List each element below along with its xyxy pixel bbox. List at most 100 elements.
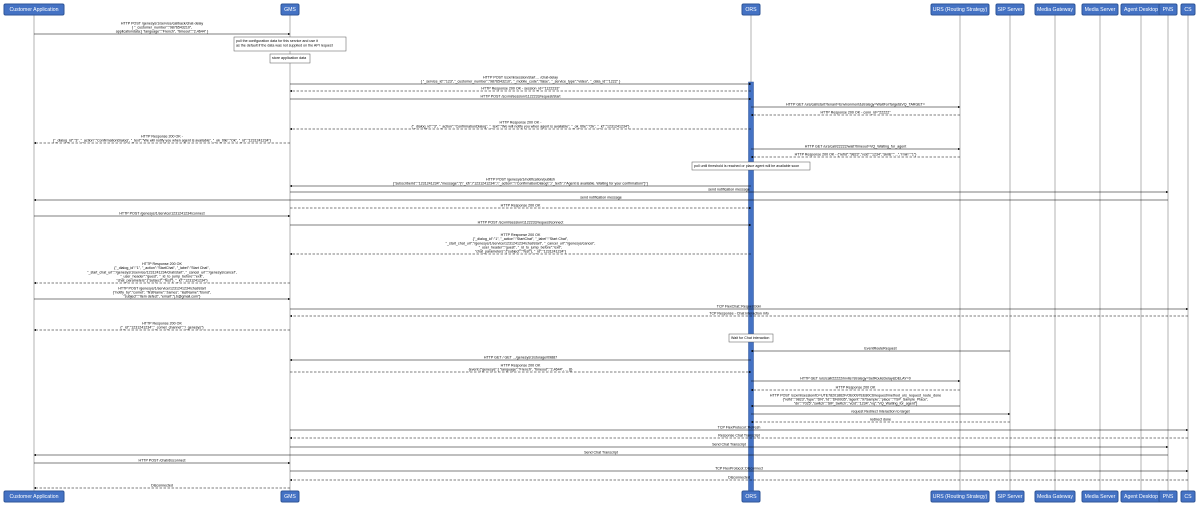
- message: Send Chat Transcript: [290, 443, 1169, 449]
- message: HTTP POST /genesys/1/notification/publis…: [289, 177, 751, 188]
- message: HTTP Response 200 OK{"_id":"1231241234",…: [33, 321, 290, 332]
- participant-agent-top: Agent Desktop: [1120, 3, 1162, 16]
- message-label: HTTP Response 200 OK: [501, 363, 541, 367]
- lifelines: [33, 15, 1189, 491]
- note-text: store application data: [272, 56, 306, 60]
- message-label: HTTP GET /urs/call/start?tenant=Environm…: [786, 103, 925, 107]
- participant-box: [1081, 3, 1119, 16]
- participant-label: Customer Application: [9, 494, 58, 500]
- participant-pns-bottom: PNS: [1158, 490, 1178, 503]
- participant-label: ORS: [745, 7, 757, 13]
- message: Response Chat Transcript: [289, 434, 1188, 440]
- message-label: "_user_header":"guest", "_id_to_jump_bef…: [479, 245, 563, 249]
- participant-box: [930, 3, 990, 16]
- message-label: Send Chat Transcript: [584, 451, 618, 455]
- message-label: HTTP POST /genesys/1/service/callback/ch…: [121, 21, 204, 25]
- message-label: Send Chat Transcript: [712, 443, 746, 447]
- participant-urs-bottom: URS (Routing Strategy): [930, 490, 990, 503]
- message-label: { "_service_id":"123","_customer_number"…: [421, 80, 621, 84]
- message-label: "dn":"7025","switch":"SIP_Switch","vcid"…: [794, 402, 918, 406]
- participant-agent-bottom: Agent Desktop: [1120, 490, 1162, 503]
- message-label: HTTP Response 200 OK - conn_id="22222": [820, 111, 891, 115]
- participant-ors-top: ORS: [741, 3, 761, 16]
- message: HTTP GET /urs/call/start?tenant=Environm…: [751, 103, 961, 109]
- message-label: HTTP Response 200 OK -: [500, 120, 543, 124]
- message: HTTP Response 200 OK: [750, 386, 960, 392]
- messages: HTTP POST /genesys/1/service/callback/ch…: [33, 21, 1189, 490]
- note: store application data: [269, 53, 311, 64]
- message-label: HTTP Response 200 OK: [142, 262, 182, 266]
- participant-label: SIP Server: [998, 494, 1023, 500]
- note-box: [691, 161, 811, 171]
- participant-label: URS (Routing Strategy): [933, 7, 988, 13]
- participant-customer-top: Customer Application: [3, 3, 65, 16]
- message-label: redirect done: [870, 418, 891, 422]
- participant-mediagw-bottom: Media Gateway: [1034, 490, 1076, 503]
- message: HTTP Response 200 OK - {"refid":"9823","…: [750, 153, 960, 159]
- participant-box: [930, 490, 990, 503]
- participant-label: CS: [1184, 7, 1192, 13]
- notes: pull the configuration data for this ser…: [233, 36, 811, 343]
- participant-gms-bottom: GMS: [280, 490, 300, 503]
- message: Send Chat Transcript: [33, 451, 1168, 457]
- message: TCP FlexChat::RequestJoin: [290, 305, 1189, 311]
- message-label: HTTP GET /urs/call/22222/invite?strategy…: [800, 377, 910, 381]
- message-label: applicationdata:{ "language":"French", "…: [116, 30, 209, 34]
- participant-box: [280, 490, 300, 503]
- participant-cs-top: CS: [1180, 3, 1196, 16]
- participant-cs-bottom: CS: [1180, 490, 1196, 503]
- note-text: as the default if the data was not suppl…: [236, 43, 333, 47]
- participant-box: [1034, 3, 1076, 16]
- participant-label: GMS: [284, 494, 296, 500]
- message-label: HTTP POST /chat/disconnect: [138, 459, 185, 463]
- message: HTTP GET / GET .../genesys/1/storage/098…: [289, 356, 751, 362]
- note-box: [728, 333, 774, 343]
- message: HTTP POST /genesys/1/service/callback/ch…: [34, 21, 291, 36]
- message: HTTP POST /genesys/1/service/1231241234/…: [34, 212, 291, 218]
- participant-box: [1034, 490, 1076, 503]
- message: Disconnected: [289, 476, 1188, 482]
- message-label: request Redirect Interaction to target: [851, 410, 909, 414]
- message: HTTP Response 200 OK - conn_id="22222": [750, 111, 960, 117]
- message: HTTP GET /urs/call/22222/invite?strategy…: [751, 377, 961, 383]
- participant-mediasrv-top: Media Server: [1081, 3, 1119, 16]
- message-label: "_user_header":"guest", "_id_to_jump_bef…: [120, 274, 204, 278]
- note-box: [233, 36, 347, 52]
- message-label: HTTP POST /scxml/session/start ... /chat…: [483, 75, 558, 79]
- message-label: { "_customer_number":"9876543210",: [132, 25, 192, 29]
- participant-box: [741, 3, 761, 16]
- participant-ors-bottom: ORS: [741, 490, 761, 503]
- participant-customer-bottom: Customer Application: [3, 490, 65, 503]
- message-label: Disconnected: [151, 484, 173, 488]
- message: TCP Response - Chat interaction info: [289, 312, 1188, 318]
- message-label: "_start_chat_url":"/genesys/1/service/12…: [87, 270, 237, 274]
- message-label: Disconnected: [728, 476, 750, 480]
- message-label: HTTP POST /genesys/1/service/1231241234/…: [118, 286, 206, 290]
- participant-label: Media Gateway: [1037, 7, 1073, 13]
- message-label: HTTP POST /scxml/session/1122233/request…: [480, 95, 560, 99]
- participant-label: PNS: [1163, 494, 1174, 500]
- participant-sip-top: SIP Server: [995, 3, 1025, 16]
- message: HTTP Response 200 OK -{"_dialog_id":"3",…: [289, 120, 751, 131]
- message-label: {"refid":"9823","type":"DN","id":"DN0935…: [783, 397, 929, 401]
- participant-label: CS: [1184, 494, 1192, 500]
- message-label: {"_dialog_id":"1", "_action":"StartChat"…: [473, 237, 568, 241]
- message: HTTP POST /genesys/1/service/1231241234/…: [34, 286, 291, 301]
- participant-box: [1180, 490, 1196, 503]
- participant-label: Media Server: [1085, 7, 1116, 13]
- message-label: HTTP Response 200 OK -: [141, 134, 184, 138]
- participant-mediagw-top: Media Gateway: [1034, 3, 1076, 16]
- participant-box: [1081, 490, 1119, 503]
- note: poll until threshold is reached or place…: [691, 161, 811, 171]
- message-label: HTTP GET / GET .../genesys/1/storage/098…: [484, 356, 557, 360]
- message: send notification message: [33, 196, 1168, 202]
- message-label: HTTP Response 200 OK: [501, 233, 541, 237]
- participant-mediasrv-bottom: Media Server: [1081, 490, 1119, 503]
- participant-label: ORS: [745, 494, 757, 500]
- message-label: EventRouteRequest: [864, 347, 896, 351]
- message: HTTP Response 200 OK -{"_dialog_id":"3",…: [33, 134, 290, 145]
- message-label: HTTP Response 200 OK: [501, 204, 541, 208]
- message: request Redirect Interaction to target: [751, 410, 1011, 416]
- participant-box: [280, 3, 300, 16]
